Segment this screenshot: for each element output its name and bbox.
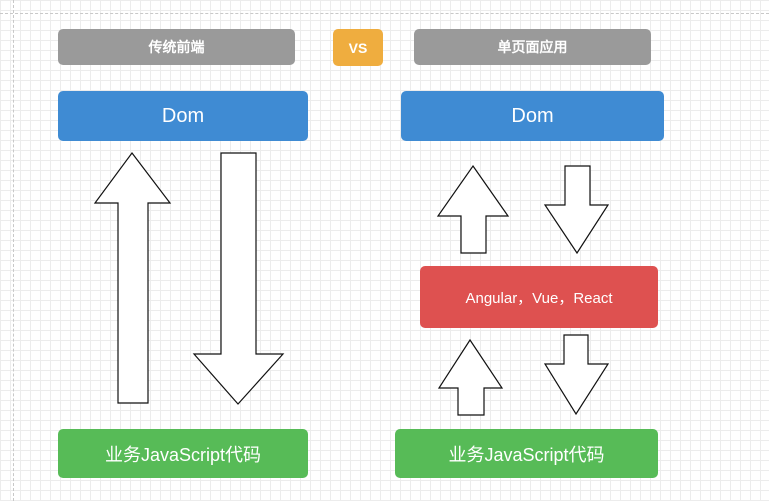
traditional-frontend-header: 传统前端 (58, 29, 295, 65)
right-top-up-arrow (436, 164, 510, 254)
canvas-guide-vertical (13, 0, 14, 501)
left-business-code-box: 业务JavaScript代码 (58, 429, 308, 478)
left-dom-box: Dom (58, 91, 308, 141)
left-up-arrow (93, 151, 172, 404)
canvas-guide-horizontal (0, 13, 769, 14)
right-business-code-box: 业务JavaScript代码 (395, 429, 658, 478)
right-dom-box: Dom (401, 91, 664, 141)
right-bottom-down-arrow (543, 334, 610, 416)
vs-badge: VS (333, 29, 383, 66)
right-top-down-arrow (543, 165, 610, 255)
right-bottom-up-arrow (437, 338, 504, 416)
spa-header: 单页面应用 (414, 29, 651, 65)
left-down-arrow (192, 152, 285, 405)
framework-box: Angular，Vue，React (420, 266, 658, 328)
